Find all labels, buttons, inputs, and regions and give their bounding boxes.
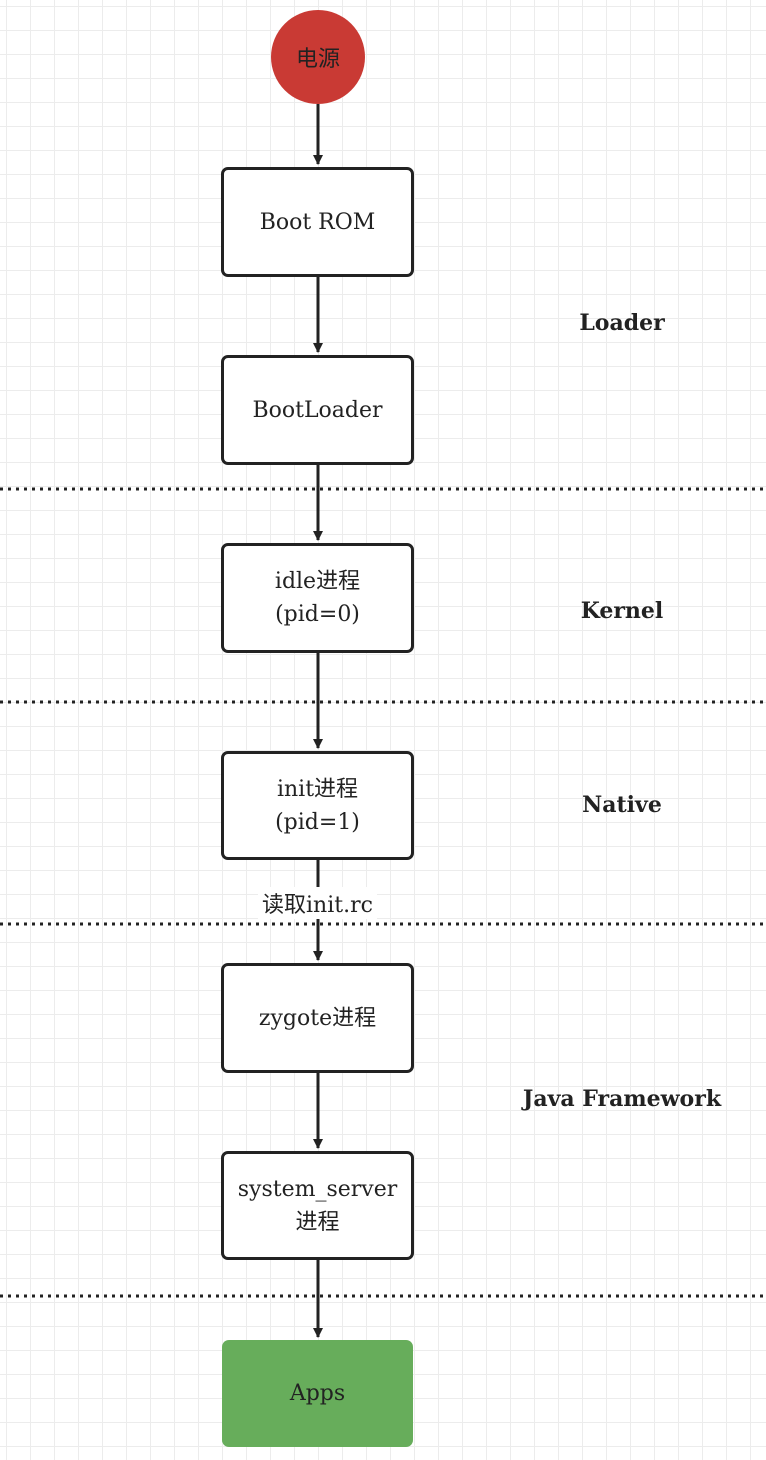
system-server-suffix: 进程 xyxy=(295,1209,340,1235)
edge-label-read-init-rc: 读取init.rc xyxy=(258,887,377,919)
power-node: 电源 xyxy=(271,10,365,104)
bootloader-label: BootLoader xyxy=(252,397,383,423)
idle-process-label: idle进程 xyxy=(274,569,361,594)
init-process-pid: (pid=1) xyxy=(275,809,360,835)
init-process-node: init进程 (pid=1) xyxy=(221,751,414,860)
stage-label-kernel: Kernel xyxy=(580,598,664,624)
system-server-node: system_server 进程 xyxy=(221,1151,414,1260)
apps-label: Apps xyxy=(289,1381,346,1406)
init-process-label: init进程 xyxy=(276,776,359,802)
system-server-label: system_server xyxy=(237,1176,398,1202)
zygote-process-node: zygote进程 xyxy=(221,963,414,1073)
power-node-label: 电源 xyxy=(295,47,340,72)
stage-label-native: Native xyxy=(582,792,662,818)
zygote-process-label: zygote进程 xyxy=(258,1005,377,1031)
idle-process-node: idle进程 (pid=0) xyxy=(221,543,414,653)
boot-rom-node: Boot ROM xyxy=(221,167,414,277)
stage-label-loader: Loader xyxy=(579,310,665,336)
idle-process-pid: (pid=0) xyxy=(275,602,360,627)
boot-rom-label: Boot ROM xyxy=(259,209,376,235)
bootloader-node: BootLoader xyxy=(221,355,414,465)
stage-label-java-framework: Java Framework xyxy=(522,1086,722,1112)
apps-node: Apps xyxy=(222,1340,413,1447)
